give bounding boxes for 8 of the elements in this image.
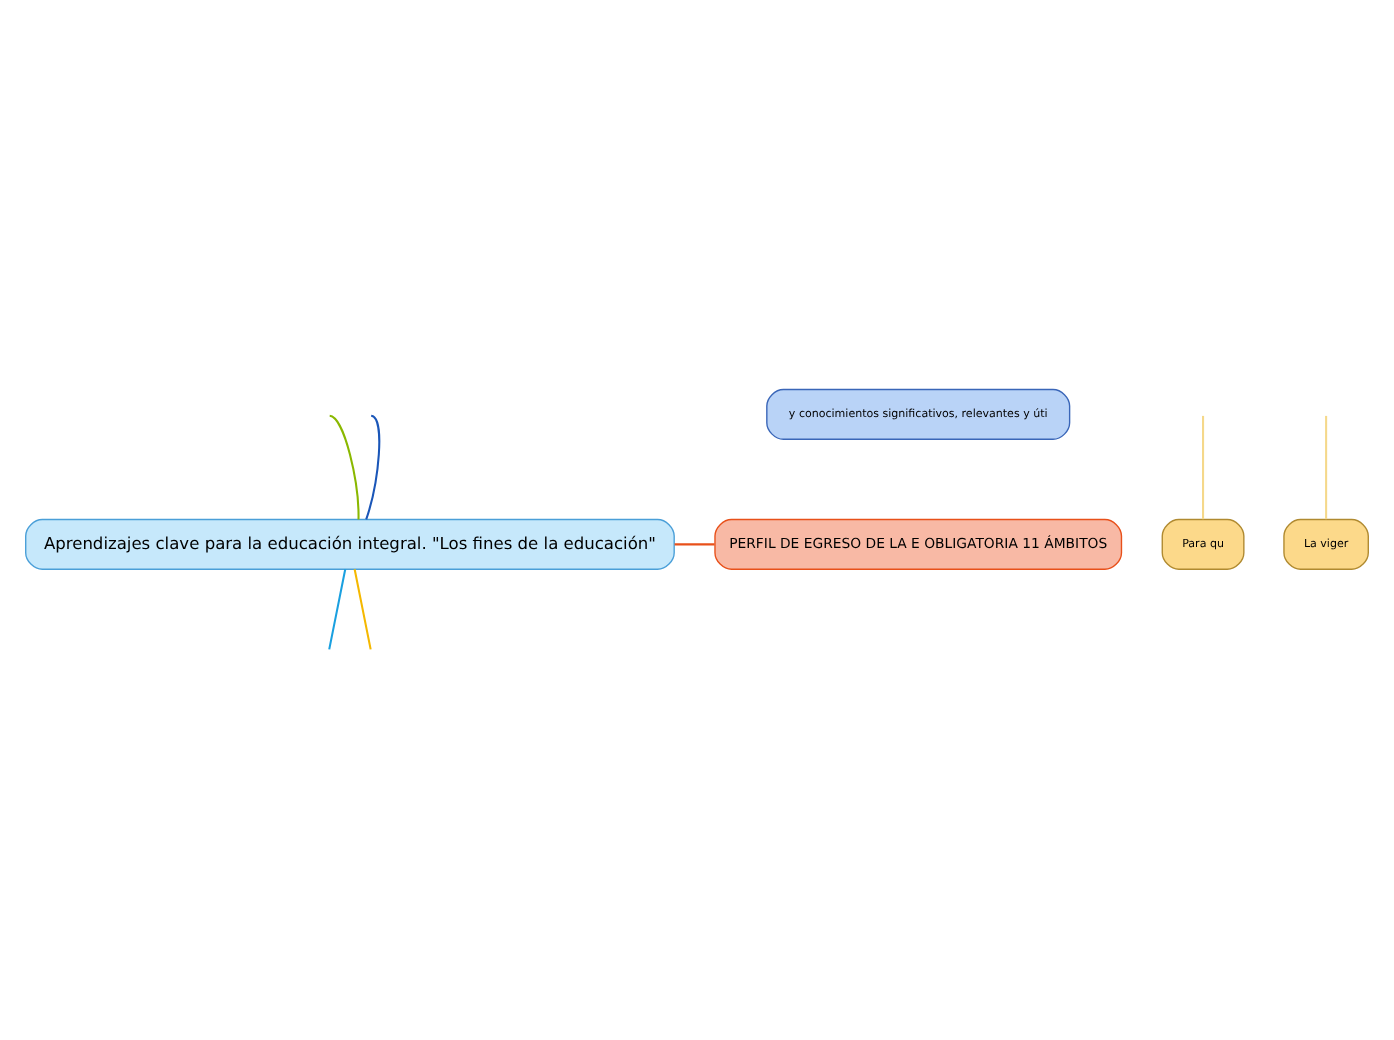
- connector: [365, 414, 381, 520]
- node-box: Aprendizajes clave para la educación integral. "Los fines de la educación": [25, 518, 675, 570]
- connector: [1325, 415, 1328, 520]
- connector: [353, 569, 372, 650]
- connector: [1202, 415, 1205, 520]
- connector: [328, 569, 347, 650]
- connector: [674, 543, 715, 546]
- connector: [329, 414, 360, 520]
